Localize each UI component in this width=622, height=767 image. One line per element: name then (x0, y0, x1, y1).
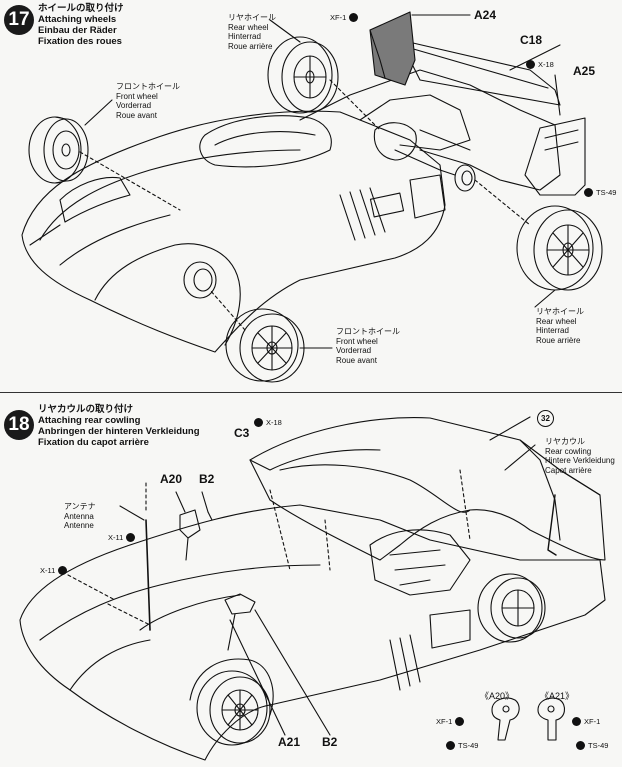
part-c18: C18 (520, 33, 543, 47)
ts49-dot-icon (576, 741, 585, 750)
step-18-title-jp: リヤカウルの取り付け (38, 404, 134, 415)
detail-a21-xf1: XF-1 (572, 717, 600, 726)
xf1-dot-icon (572, 717, 581, 726)
screw-xf1-step17: XF-1 (330, 13, 359, 22)
front-wheel-label-top: フロントホイール Front wheel Vorderrad Roue avan… (116, 82, 180, 120)
screw-x11-antenna: X-11 (108, 533, 136, 542)
part-c3: C3 (234, 426, 250, 440)
rear-wheel-label-right: リヤホイール Rear wheel Hinterrad Roue arrière (536, 307, 584, 345)
detail-a20-label: 《A20》 (480, 691, 515, 701)
part-a21: A21 (278, 735, 301, 749)
rear-wheel-label-top: リヤホイール Rear wheel Hinterrad Roue arrière (228, 13, 276, 51)
rear-cowling-label: リヤカウル Rear cowling Hintere Verkleidung C… (545, 437, 615, 475)
part-a25: A25 (573, 64, 596, 78)
step-17-title-en: Attaching wheels (38, 14, 117, 25)
ts49-dot-icon (584, 188, 593, 197)
detail-a20-ts49: TS-49 (446, 741, 478, 750)
step-17-title-jp: ホイールの取り付け (38, 3, 124, 14)
detail-a20-xf1: XF-1 (436, 717, 465, 726)
step-18-title-fr: Fixation du capot arrière (38, 437, 149, 448)
step-17-title-fr: Fixation des roues (38, 36, 122, 47)
step-divider (0, 392, 622, 393)
part-a20: A20 (160, 472, 183, 486)
ts49-dot-icon (446, 741, 455, 750)
step-18-title: リヤカウルの取り付け Attaching rear cowling Anbrin… (38, 404, 200, 448)
x11-dot-icon (58, 566, 68, 575)
step-17-badge: 17 (4, 5, 34, 35)
step-18-title-en: Attaching rear cowling (38, 415, 141, 426)
screw-x18-step18: X-18 (254, 418, 282, 427)
x18-dot-icon (254, 418, 263, 427)
step-17-title: ホイールの取り付け Attaching wheels Einbau der Rä… (38, 3, 124, 47)
xf1-dot-icon (455, 717, 465, 726)
screw-x18-step17: X-18 (526, 60, 554, 69)
step-18-title-de: Anbringen der hinteren Verkleidung (38, 426, 200, 437)
xf1-dot-icon (349, 13, 359, 22)
detail-a21-ts49: TS-49 (576, 741, 608, 750)
step-17-title-de: Einbau der Räder (38, 25, 117, 36)
step-18-badge: 18 (4, 410, 34, 440)
step17-car-illustration (21, 11, 603, 383)
reference-step-32: 32 (537, 410, 554, 427)
x11-dot-icon (126, 533, 136, 542)
part-b2-top: B2 (199, 472, 215, 486)
part-b2-bottom: B2 (322, 735, 338, 749)
screw-ts49-step17: TS-49 (584, 188, 616, 197)
antenna-label: アンテナ Antenna Antenne (64, 502, 96, 530)
x18-dot-icon (526, 60, 535, 69)
front-wheel-label-bottom: フロントホイール Front wheel Vorderrad Roue avan… (336, 327, 400, 365)
detail-a21-label: 《A21》 (540, 691, 575, 701)
screw-x11-body: X-11 (40, 566, 68, 575)
part-a24: A24 (474, 8, 497, 22)
